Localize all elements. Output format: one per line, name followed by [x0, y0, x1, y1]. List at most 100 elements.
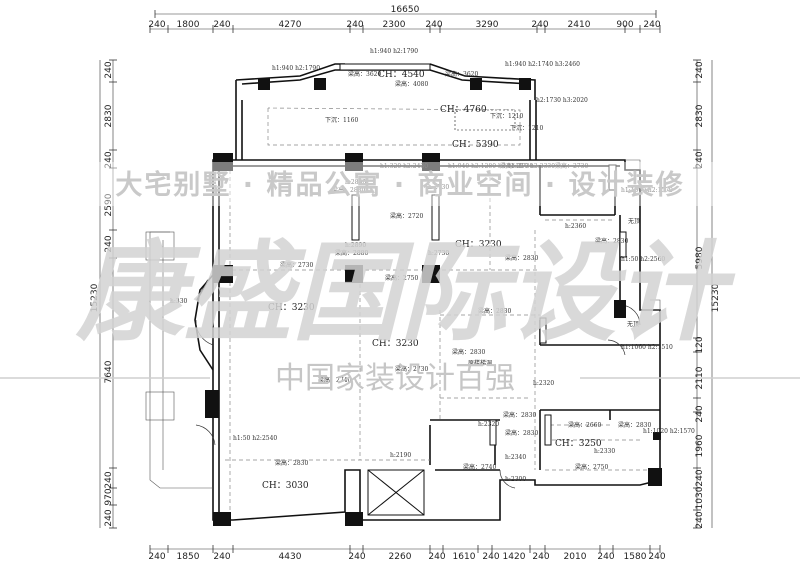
bottom-dim: 1610 — [453, 552, 476, 562]
svg-text:15230: 15230 — [711, 283, 721, 312]
svg-text:下沉：1160: 下沉：1160 — [325, 116, 358, 124]
svg-text:h2:1730 h3:2020: h2:1730 h3:2020 — [536, 97, 588, 104]
svg-text:h:2890: h:2890 — [345, 242, 366, 249]
svg-text:h:2300: h:2300 — [505, 476, 526, 483]
svg-text:h:2340: h:2340 — [505, 454, 526, 461]
svg-text:梁高：2830: 梁高：2830 — [503, 411, 536, 419]
terrace-outline — [145, 159, 661, 489]
bottom-dim: 2260 — [389, 552, 412, 562]
svg-text:梁高：2830: 梁高：2830 — [505, 254, 538, 262]
bottom-dim: 240 — [148, 552, 165, 562]
svg-text:h1:940 h2:1280 h3:1510: h1:940 h2:1280 h3:1510 — [448, 163, 523, 170]
svg-text:无顶: 无顶 — [627, 321, 639, 328]
dimension-labels: 16650 240 1800 240 4270 240 2300 240 329… — [90, 5, 721, 562]
watermark-slogan: 大宅别墅 · 精品公寓 · 商业空间 · 设计装修 — [115, 169, 684, 201]
top-dim: 3290 — [476, 20, 499, 30]
svg-text:h:2360: h:2360 — [565, 223, 586, 230]
svg-text:梁高：2880: 梁高：2880 — [332, 186, 365, 194]
svg-text:970: 970 — [104, 488, 114, 505]
svg-text:梁高：3620: 梁高：3620 — [348, 70, 381, 78]
top-dim: 240 — [346, 20, 363, 30]
svg-text:h1:50 h2:2560: h1:50 h2:2560 — [621, 256, 665, 263]
svg-text:梁高：2830: 梁高：2830 — [275, 459, 308, 467]
top-dim: 240 — [531, 20, 548, 30]
top-dim: 2410 — [568, 20, 591, 30]
ceiling-height-label: CH：3230 — [268, 303, 315, 313]
svg-text:h1:320 h2:2430: h1:320 h2:2430 — [380, 163, 428, 170]
svg-text:h1:940 h2:1790: h1:940 h2:1790 — [272, 65, 320, 72]
svg-text:下沉：1210: 下沉：1210 — [490, 112, 523, 120]
svg-text:梁高：2830: 梁高：2830 — [452, 348, 485, 356]
ceiling-height-label: CH：3250 — [555, 439, 602, 449]
dimension-ticks — [109, 10, 701, 553]
beam-lines — [225, 107, 655, 515]
svg-text:梁高：2730: 梁高：2730 — [555, 162, 588, 170]
elevator-void — [367, 469, 425, 516]
bottom-dim: 1850 — [177, 552, 200, 562]
room-ceiling-labels: CH：4540 CH：4760 CH：5390 CH：3230 CH：3230 … — [262, 70, 602, 491]
bottom-dim: 1420 — [503, 552, 526, 562]
svg-text:15230: 15230 — [90, 283, 100, 312]
svg-text:240: 240 — [695, 405, 705, 422]
svg-text:240: 240 — [695, 469, 705, 486]
annotations: h1:940 h2:1790 h1:940 h2:1790 h1:940 h2:… — [170, 48, 695, 483]
svg-text:240: 240 — [695, 511, 705, 528]
svg-text:h:330: h:330 — [170, 298, 188, 305]
svg-text:h1:1060 h2:1510: h1:1060 h2:1510 — [621, 344, 673, 351]
top-dim: 900 — [616, 20, 633, 30]
svg-text:h:2330: h:2330 — [594, 448, 615, 455]
svg-text:h1:940 h2:1740 h3:2460: h1:940 h2:1740 h3:2460 — [505, 61, 580, 68]
left-dims: 240 2830 240 2590 240 15230 7640 240 970… — [90, 61, 114, 526]
ceiling-height-label: CH：4760 — [440, 105, 487, 115]
svg-text:240: 240 — [695, 151, 705, 168]
svg-text:2590: 2590 — [104, 193, 114, 216]
svg-text:7640: 7640 — [104, 360, 114, 383]
svg-text:h:2890: h:2890 — [345, 179, 366, 186]
svg-text:h1:940 h2:1790: h1:940 h2:1790 — [370, 48, 418, 55]
bottom-dim: 240 — [648, 552, 665, 562]
svg-text:240: 240 — [104, 235, 114, 252]
svg-text:5980: 5980 — [695, 246, 705, 269]
svg-text:梁高：2730: 梁高：2730 — [280, 261, 313, 269]
svg-text:梁高：2720: 梁高：2720 — [390, 212, 423, 220]
top-dim: 4270 — [279, 20, 302, 30]
watermark: 大宅别墅 · 精品公寓 · 商业空间 · 设计装修 康盛国际设计 中国家装设计百… — [0, 162, 800, 396]
svg-text:梁高：2830: 梁高：2830 — [595, 237, 628, 245]
svg-text:h:2320: h:2320 — [478, 421, 499, 428]
bottom-dim: 240 — [482, 552, 499, 562]
watermark-subtitle: 中国家装设计百强 — [275, 361, 515, 396]
svg-text:梁高：2830: 梁高：2830 — [618, 421, 651, 429]
svg-text:h:2320: h:2320 — [533, 380, 554, 387]
watermark-brand: 康盛国际设计 — [75, 231, 736, 356]
ceiling-height-label: CH：5390 — [452, 140, 499, 150]
svg-text:梁高：2830: 梁高：2830 — [478, 307, 511, 315]
svg-text:1960: 1960 — [695, 434, 705, 457]
ceiling-height-label: CH：3030 — [262, 481, 309, 491]
svg-text:h1:1000 h2:1570: h1:1000 h2:1570 — [621, 187, 673, 194]
svg-text:梁高：4080: 梁高：4080 — [395, 80, 428, 88]
svg-text:梁高：2730: 梁高：2730 — [395, 365, 428, 373]
columns — [205, 78, 662, 526]
svg-text:h:2730: h:2730 — [428, 184, 449, 191]
svg-text:梁高：2750: 梁高：2750 — [385, 274, 418, 282]
svg-text:梁高：2740: 梁高：2740 — [318, 376, 351, 384]
svg-text:2830: 2830 — [104, 104, 114, 127]
svg-text:120: 120 — [695, 336, 705, 353]
top-dim: 240 — [425, 20, 442, 30]
top-dim: 240 — [148, 20, 165, 30]
top-dim: 2300 — [383, 20, 406, 30]
svg-text:h1:210 h2:2330: h1:210 h2:2330 — [507, 163, 555, 170]
top-dim: 240 — [643, 20, 660, 30]
bottom-dim: 4430 — [279, 552, 302, 562]
svg-text:梁高：2830: 梁高：2830 — [505, 429, 538, 437]
svg-text:原楼梯洞: 原楼梯洞 — [468, 359, 492, 367]
top-dim: 240 — [213, 20, 230, 30]
dimension-lines — [99, 13, 713, 550]
svg-text:240: 240 — [104, 471, 114, 488]
svg-text:梁高：2660: 梁高：2660 — [568, 421, 601, 429]
svg-text:h1:50 h2:2540: h1:50 h2:2540 — [233, 435, 277, 442]
svg-text:下沉：1210: 下沉：1210 — [510, 124, 543, 132]
svg-text:梁高：2750: 梁高：2750 — [575, 463, 608, 471]
ceiling-height-label: CH：3230 — [455, 240, 502, 250]
